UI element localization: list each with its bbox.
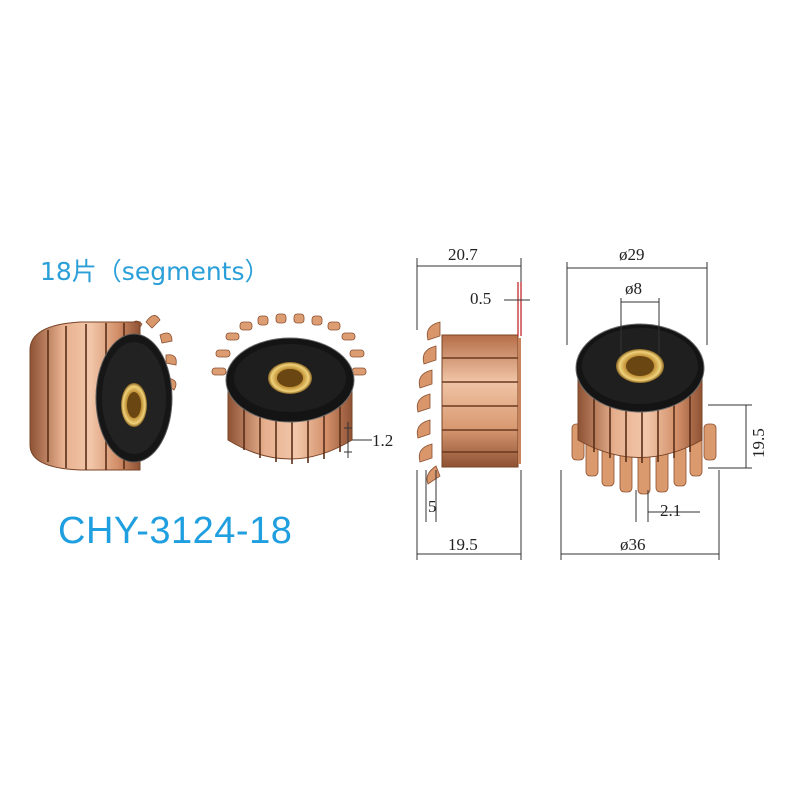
commutator-side-view: 20.7 0.5 5 19.5 xyxy=(416,245,530,560)
commutator-angled-view: ø29 ø8 19.5 2.1 ø36 xyxy=(560,245,768,560)
dimension-front-height: 19.5 xyxy=(749,428,768,458)
dimension-front-hook-diameter: ø36 xyxy=(620,535,646,554)
model-number-label: CHY-3124-18 xyxy=(58,510,293,552)
dimension-front-bore: ø8 xyxy=(625,279,642,298)
dimension-side-top-width: 20.7 xyxy=(448,245,478,264)
dimension-front-outer-diameter: ø29 xyxy=(619,245,645,264)
commutator-front-view: 1.2 xyxy=(211,313,393,464)
dimension-front-tab-gap: 2.1 xyxy=(660,501,681,520)
segments-label: 18片（segments） xyxy=(40,257,270,286)
dimension-side-bottom-width: 19.5 xyxy=(448,535,478,554)
dimension-side-top-lip: 0.5 xyxy=(470,289,491,308)
commutator-left-view xyxy=(29,315,177,471)
dimension-tab-thickness: 1.2 xyxy=(372,431,393,450)
dimension-side-hook-height: 5 xyxy=(428,497,437,516)
